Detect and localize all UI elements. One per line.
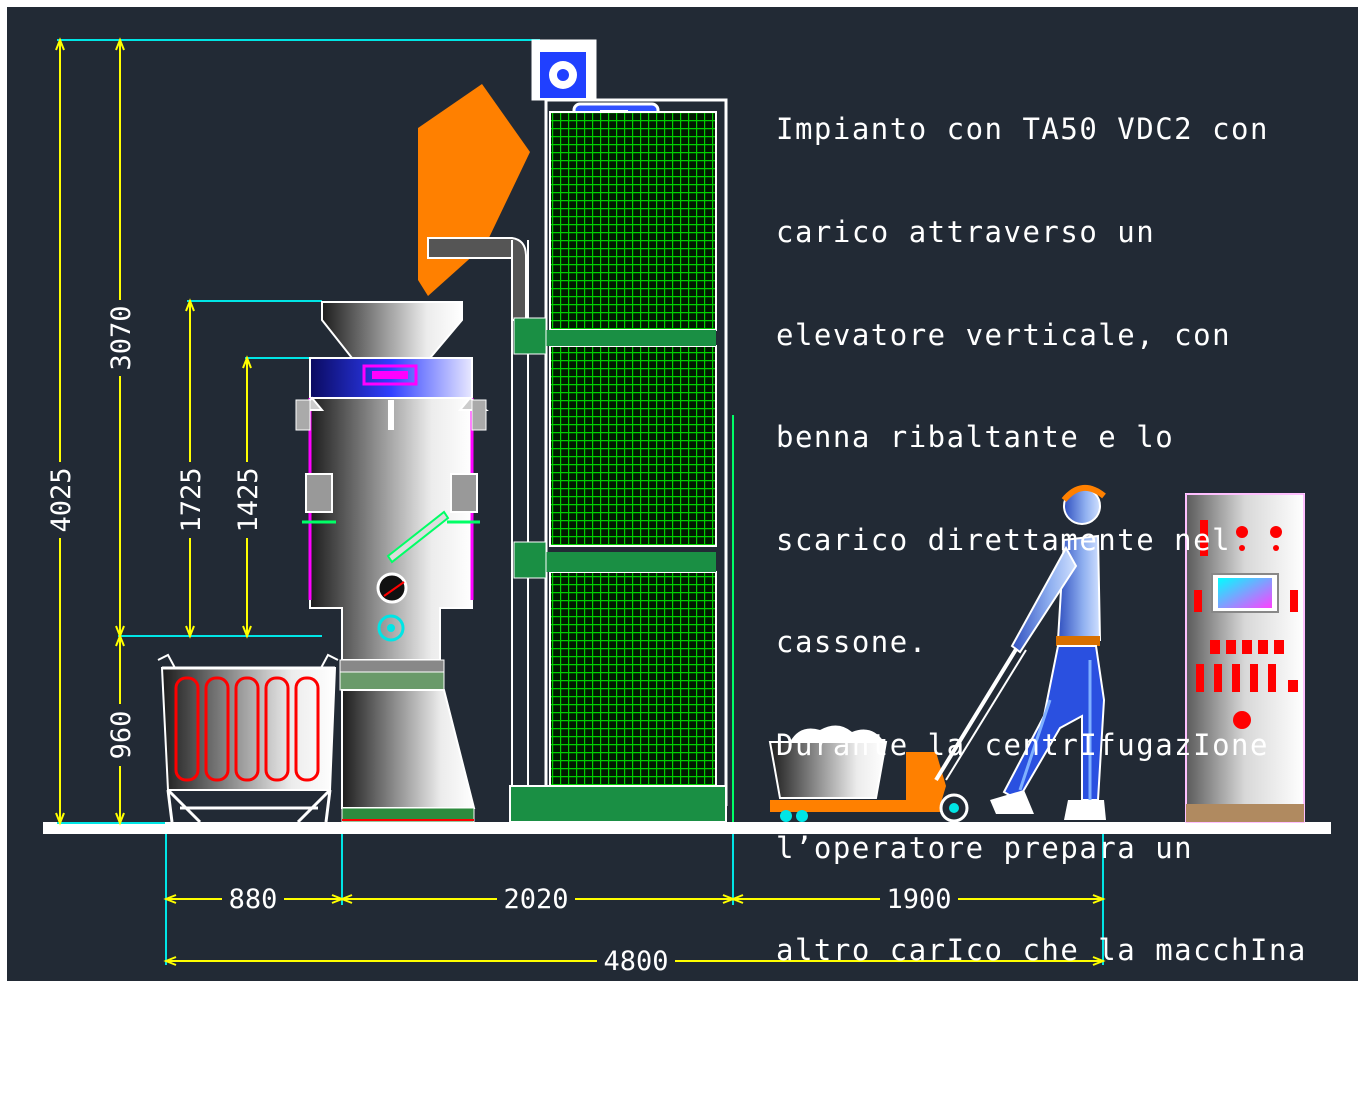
dim-1900: 1900: [886, 884, 951, 915]
caption-line: l’operatore prepara un: [776, 830, 1194, 865]
caption-line: Durante la centrIfugazIone: [776, 727, 1269, 762]
caption-line: Impianto con TA50 VDC2 con: [776, 112, 1269, 147]
dim-880: 880: [229, 884, 278, 915]
caption-line: preleva alla fIne del cIclo.: [776, 1035, 1307, 1070]
description-text: Impianto con TA50 VDC2 con carico attrav…: [776, 44, 1336, 1104]
dim-4800: 4800: [603, 946, 668, 977]
dim-1725: 1725: [176, 467, 207, 532]
control-cabinet: [1185, 493, 1305, 823]
dim-4025: 4025: [46, 467, 77, 532]
caption-line: altro carIco che la macchIna: [776, 933, 1307, 968]
pallet-truck: [768, 644, 1027, 823]
floor-line: [43, 822, 1331, 834]
vertical-elevator: [509, 39, 734, 823]
operator-figure: [990, 485, 1106, 820]
caption-line: elevatore verticale, con: [776, 317, 1232, 352]
collection-bin: [157, 653, 339, 824]
centrifuge-machine: [295, 301, 489, 823]
caption-line: cassone.: [776, 625, 928, 660]
tipping-bucket: [418, 84, 530, 321]
dim-960: 960: [106, 711, 137, 760]
caption-line: benna ribaltante e lo: [776, 420, 1175, 455]
caption-line: scarico direttamente nel: [776, 522, 1232, 557]
dim-1425: 1425: [233, 467, 264, 532]
vertical-dimensions: 4025 3070 1725 1425 960: [46, 37, 540, 826]
caption-line: carico attraverso un: [776, 215, 1156, 249]
cad-drawing: 4025 3070 1725 1425 960 880 2020 1900 48…: [7, 7, 1358, 981]
dim-2020: 2020: [503, 884, 568, 915]
dim-3070: 3070: [106, 305, 137, 370]
horizontal-dimensions: 880 2020 1900 4800: [163, 834, 1106, 977]
